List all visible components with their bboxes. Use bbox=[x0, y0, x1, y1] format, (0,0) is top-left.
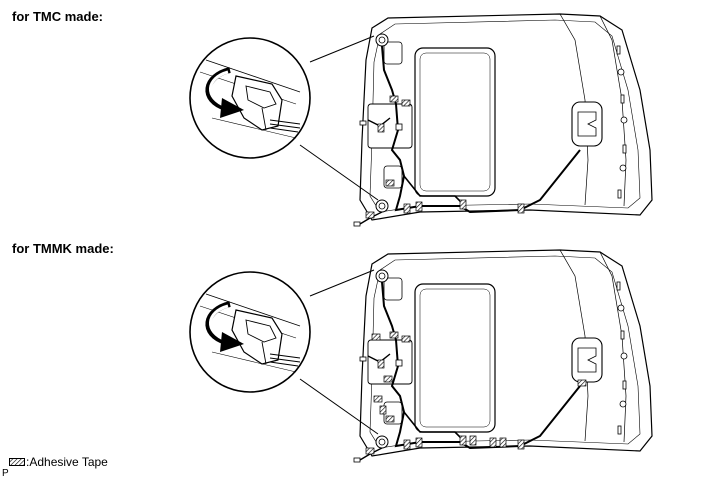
tmmk-connector-detail-inset bbox=[190, 270, 378, 434]
tmmk-section-label: for TMMK made: bbox=[12, 241, 114, 256]
tmmk-roof-harness-diagram bbox=[353, 249, 653, 463]
tmc-roof-harness-diagram bbox=[353, 13, 653, 227]
legend-colon: : bbox=[26, 455, 30, 469]
tmc-connector-detail-inset bbox=[190, 36, 378, 200]
figure-code: P bbox=[2, 468, 9, 479]
legend: : Adhesive Tape bbox=[9, 455, 108, 469]
tmc-section-label: for TMC made: bbox=[12, 9, 103, 24]
legend-label: Adhesive Tape bbox=[29, 455, 108, 469]
adhesive-tape-icon bbox=[9, 458, 25, 466]
